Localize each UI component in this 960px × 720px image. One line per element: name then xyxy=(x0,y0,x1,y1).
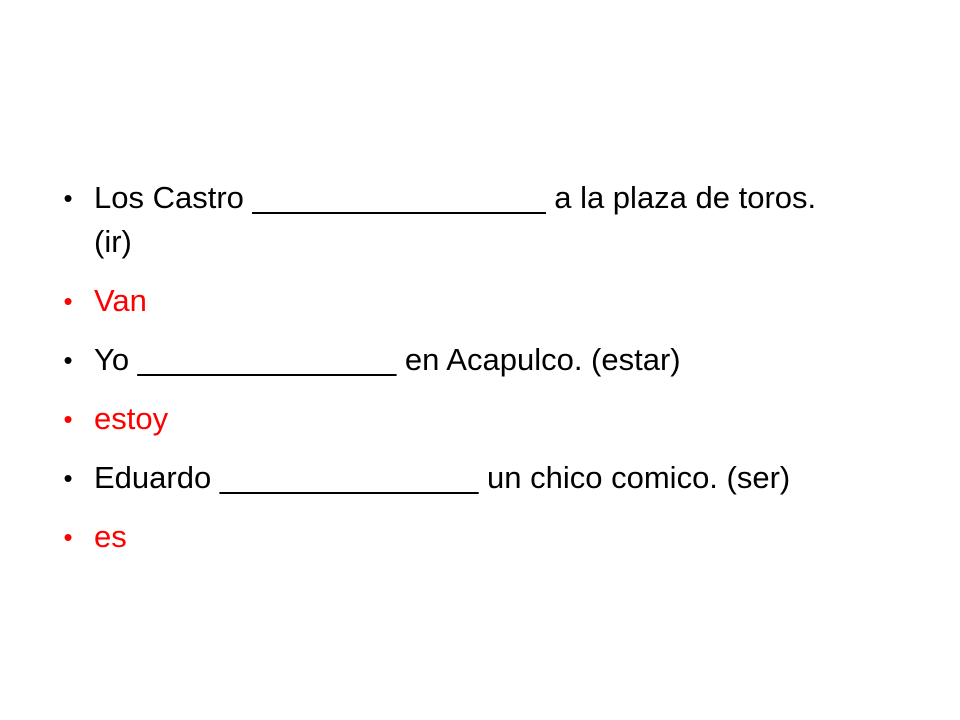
answer-item-1: • Van xyxy=(58,279,858,323)
question-text: Eduardo _______________ un chico comico.… xyxy=(94,460,791,495)
question-item-2: • Yo _______________ en Acapulco. (estar… xyxy=(58,338,858,382)
bullet-icon: • xyxy=(63,345,73,375)
bullet-icon: • xyxy=(63,286,73,316)
question-text: Los Castro _________________ a la plaza … xyxy=(94,180,817,259)
question-item-3: • Eduardo _______________ un chico comic… xyxy=(58,456,858,500)
question-text: Yo _______________ en Acapulco. (estar) xyxy=(94,342,681,377)
bullet-icon: • xyxy=(63,404,73,434)
bullet-list: • Los Castro _________________ a la plaz… xyxy=(58,176,858,574)
answer-text: Van xyxy=(94,283,147,318)
bullet-icon: • xyxy=(63,183,73,213)
bullet-icon: • xyxy=(63,522,73,552)
answer-item-3: • es xyxy=(58,515,858,559)
bullet-icon: • xyxy=(63,463,73,493)
answer-text: es xyxy=(94,519,127,554)
answer-text: estoy xyxy=(94,401,169,436)
answer-item-2: • estoy xyxy=(58,397,858,441)
question-item-1: • Los Castro _________________ a la plaz… xyxy=(58,176,858,264)
